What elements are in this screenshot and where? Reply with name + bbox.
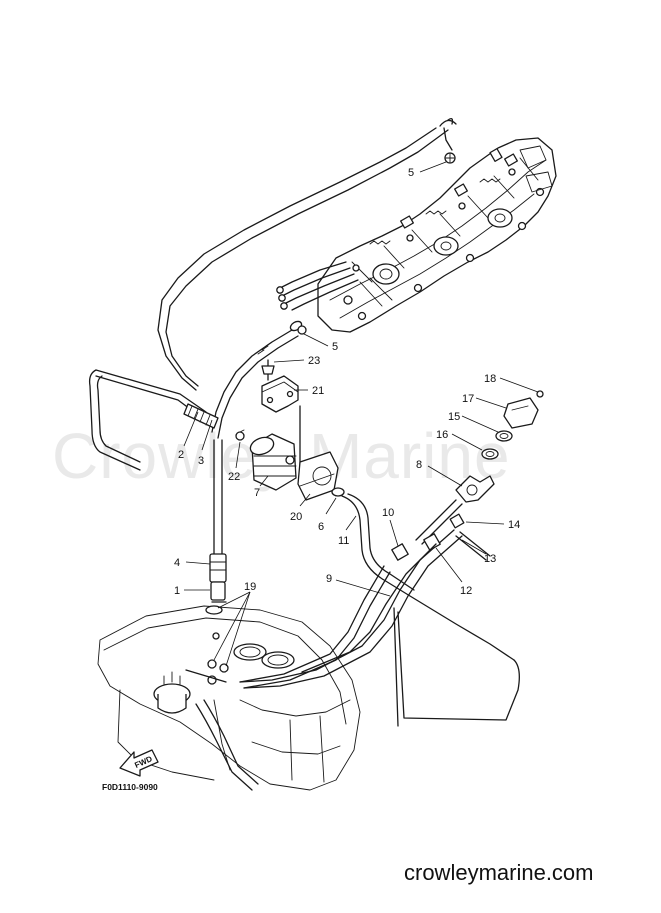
callout-19: 19 bbox=[244, 581, 256, 593]
callout-15: 15 bbox=[448, 411, 460, 423]
callout-9: 9 bbox=[326, 573, 332, 585]
callout-1: 1 bbox=[174, 585, 180, 597]
diagram-code: F0D1110-9090 bbox=[102, 782, 158, 792]
fuel-filter bbox=[235, 429, 297, 491]
callout-10: 10 bbox=[382, 507, 394, 519]
fuel-tank bbox=[97, 601, 361, 791]
site-url: crowleymarine.com bbox=[404, 860, 594, 885]
callout-4: 4 bbox=[174, 557, 180, 569]
callout-11: 11 bbox=[338, 535, 349, 547]
callout-5-lower: 5 bbox=[332, 341, 338, 353]
hose-clamp-and-hose bbox=[331, 487, 520, 727]
carburetor-assembly bbox=[317, 137, 557, 333]
carb-vent-hoses bbox=[276, 261, 393, 311]
callout-22: 22 bbox=[228, 471, 240, 483]
callout-23: 23 bbox=[308, 355, 320, 367]
filler-vent-fitting bbox=[415, 390, 544, 545]
callout-14: 14 bbox=[508, 519, 520, 531]
callout-5-upper: 5 bbox=[408, 167, 414, 179]
callout-20: 20 bbox=[290, 511, 302, 523]
callout-18: 18 bbox=[484, 373, 496, 385]
fuel-hose-to-filter bbox=[211, 320, 307, 439]
fuel-hose-vertical bbox=[209, 439, 227, 601]
callout-labels: 5 5 23 21 18 17 15 16 2 3 22 7 8 bbox=[174, 161, 539, 667]
callout-8: 8 bbox=[416, 459, 422, 471]
joint-pipe bbox=[88, 369, 219, 471]
callout-7: 7 bbox=[254, 487, 260, 499]
callout-17: 17 bbox=[462, 393, 474, 405]
filter-bracket bbox=[261, 359, 301, 471]
callout-6: 6 bbox=[318, 521, 324, 533]
vent-hose-loop bbox=[157, 118, 457, 391]
callout-12: 12 bbox=[460, 585, 472, 597]
callout-16: 16 bbox=[436, 429, 448, 441]
callout-21: 21 bbox=[312, 385, 324, 397]
callout-2: 2 bbox=[178, 449, 184, 461]
callout-13: 13 bbox=[484, 553, 496, 565]
callout-3: 3 bbox=[198, 455, 204, 467]
vent-hoses-lower bbox=[239, 513, 491, 689]
forward-arrow-icon: FWD bbox=[119, 749, 159, 777]
